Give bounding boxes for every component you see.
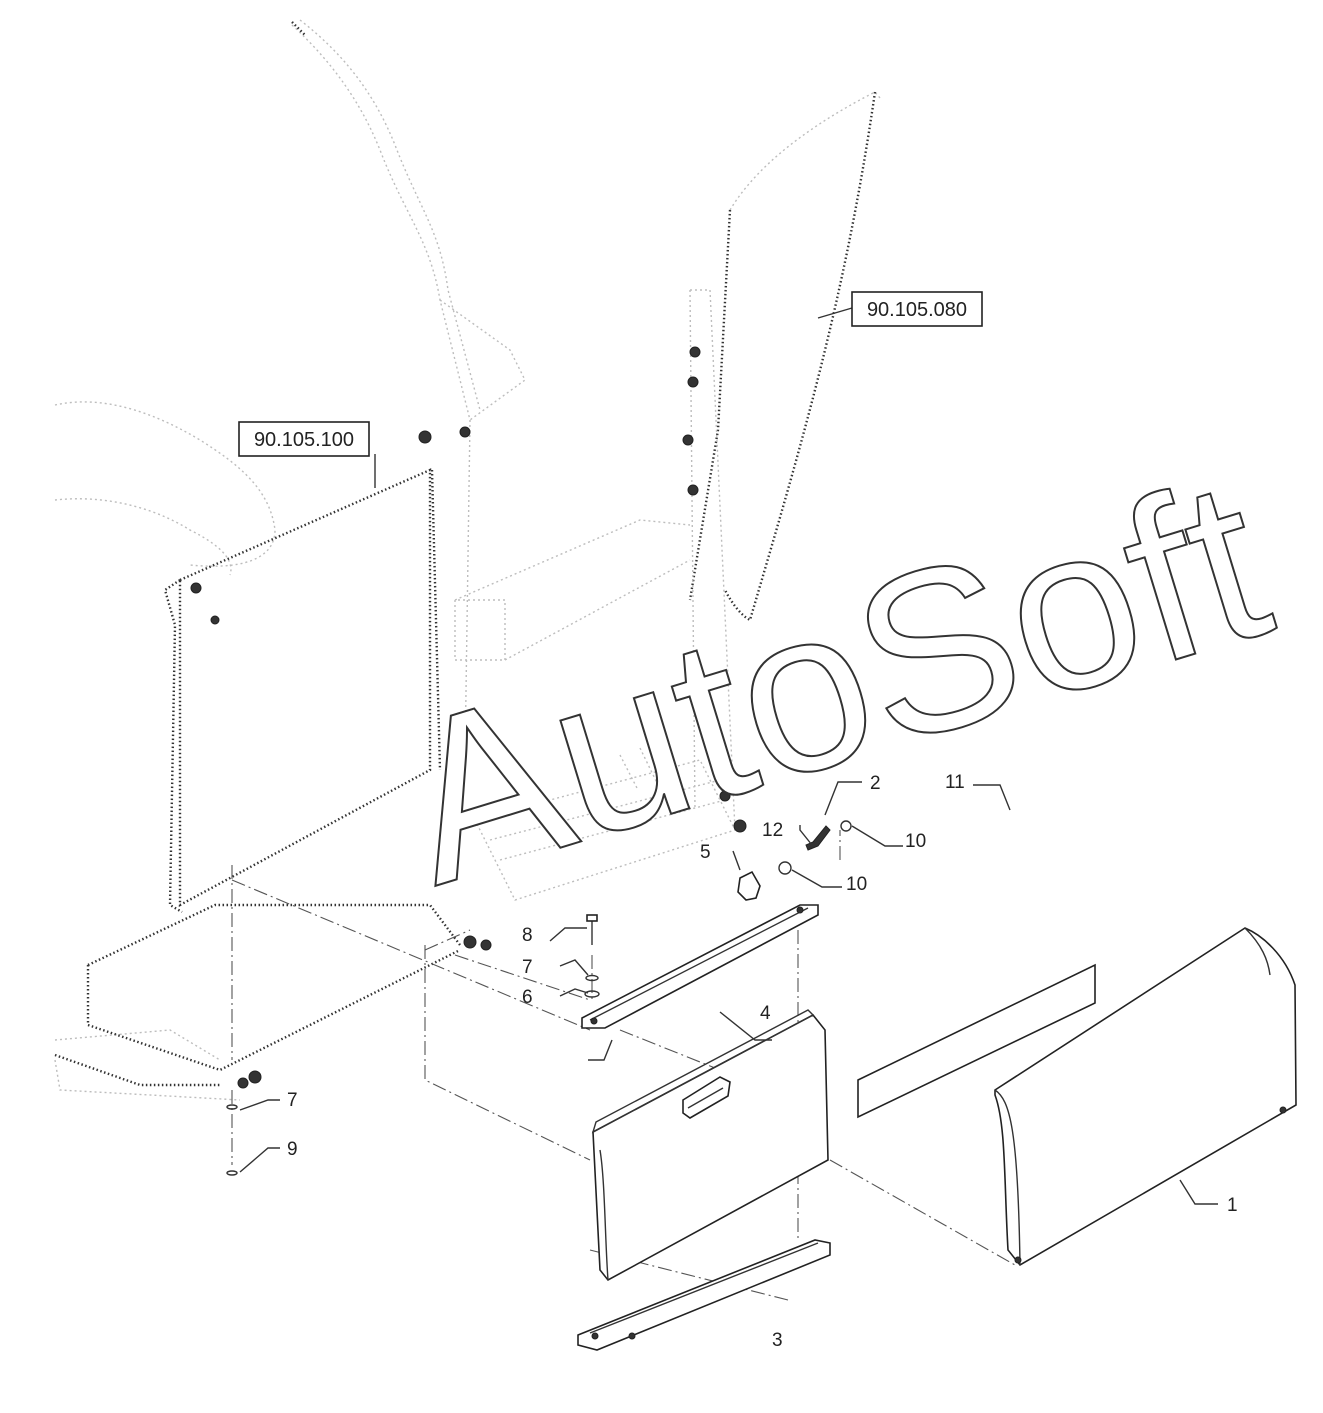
callout-labels: 1 2 3 4 5 6 7 7 8 9 10 10 11 12 (287, 772, 1238, 1351)
watermark: AutoSoft (374, 429, 1293, 933)
callout-4: 4 (760, 1003, 771, 1024)
callout-5: 5 (700, 842, 711, 863)
rear-panel (163, 346, 747, 1089)
callout-11: 11 (945, 772, 965, 793)
reference-label-upper: 90.105.080 (867, 299, 967, 321)
callout-8: 8 (522, 925, 533, 946)
callout-10b: 10 (846, 874, 867, 895)
callout-3: 3 (772, 1330, 783, 1351)
callout-10a: 10 (905, 831, 926, 852)
callout-1: 1 (1227, 1195, 1238, 1216)
reference-label-left: 90.105.100 (254, 429, 354, 451)
reference-box-upper: 90.105.080 (851, 291, 983, 327)
part-11-seal-strip (857, 963, 1096, 1119)
callout-2: 2 (870, 773, 881, 794)
leader-lines (239, 307, 1218, 1205)
part-3-bottom-strip (577, 1239, 831, 1351)
callout-9: 9 (287, 1139, 298, 1160)
part-2-cover-door (591, 1009, 829, 1282)
callout-12: 12 (762, 820, 783, 841)
part-4-mounting-strip (581, 904, 819, 1029)
callout-7a: 7 (522, 957, 533, 978)
reference-box-left: 90.105.100 (238, 421, 370, 457)
part-1-side-panel (994, 927, 1297, 1267)
callout-6: 6 (522, 987, 533, 1008)
cab-frame-ghost (54, 19, 881, 1101)
callout-7b: 7 (287, 1090, 298, 1111)
